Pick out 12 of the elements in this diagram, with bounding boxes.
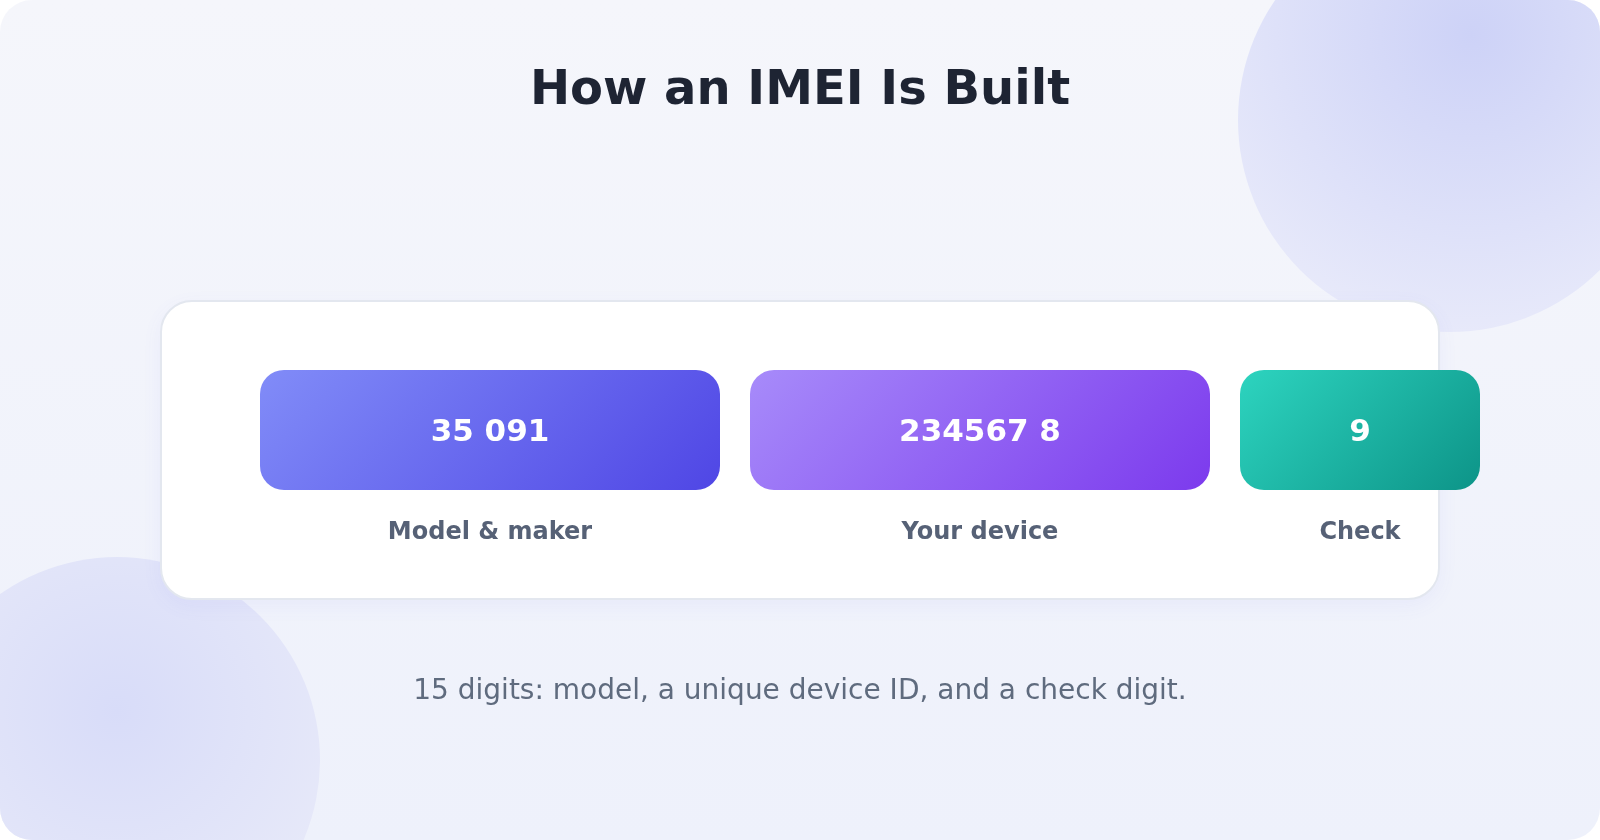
segment-box <box>750 370 1210 490</box>
diagram-title: How an IMEI Is Built <box>529 58 1071 116</box>
caption-text: 15 digits: model, a unique device ID, and a check digit. <box>413 673 1187 707</box>
segment-box <box>260 370 720 490</box>
digits-text: 234567 8 <box>899 411 1061 449</box>
digits-text: 9 <box>1349 411 1371 449</box>
card-panel <box>160 300 1440 600</box>
segment-label: Your device <box>901 516 1059 546</box>
segment-box <box>1240 370 1480 490</box>
digits-text: 35 091 <box>430 411 550 449</box>
segment-label: Check <box>1319 516 1401 546</box>
segment-label: Model & maker <box>387 516 593 546</box>
